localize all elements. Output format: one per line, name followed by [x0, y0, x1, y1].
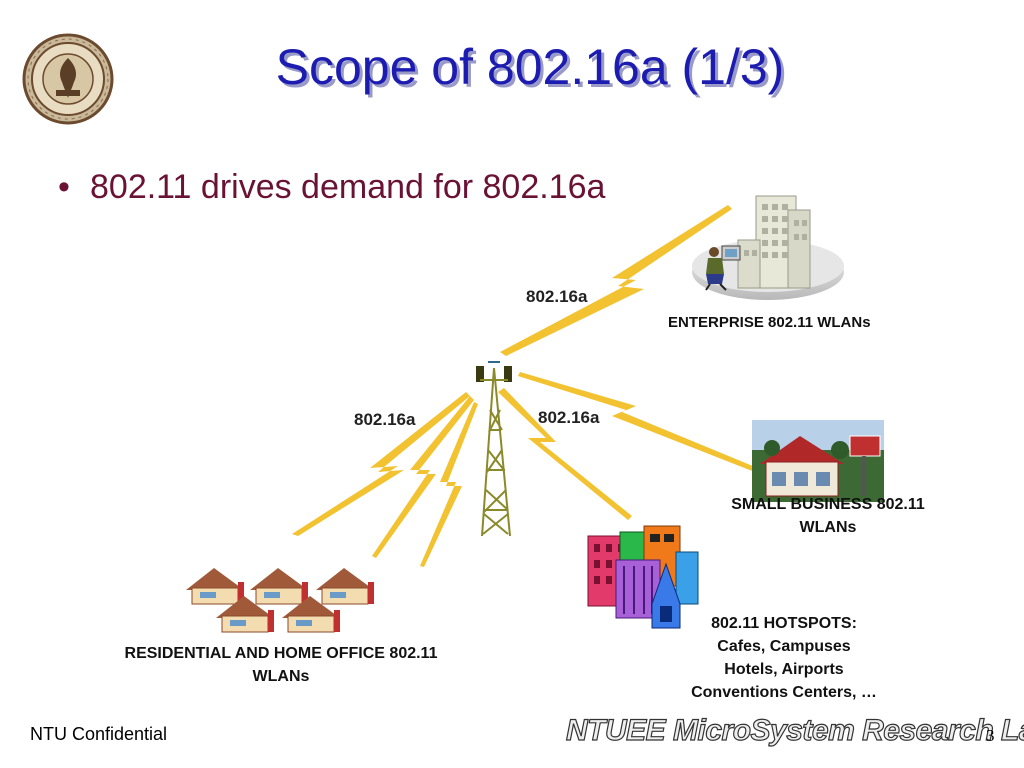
link-label-enterprise: 802.16a — [526, 287, 588, 306]
lightning-bolt-enterprise — [500, 205, 732, 356]
footer-confidential: NTU Confidential — [30, 724, 168, 744]
person-at-computer-icon — [705, 245, 741, 291]
lightning-bolt-residential — [292, 392, 478, 567]
footer-lab-logo: NTUEE MicroSystem Research Lab. — [565, 713, 1024, 747]
link-label-residential: 802.16a — [354, 410, 416, 429]
link-label-hotspot: 802.16a — [538, 408, 600, 427]
bullet-item: • 802.11 drives demand for 802.16a — [58, 168, 605, 207]
radio-tower-icon — [476, 361, 512, 537]
lightning-bolt-hotspot — [498, 388, 632, 520]
hotspot-buildings-icon — [587, 525, 699, 629]
hotspots-label: 802.11 HOTSPOTS: Cafes, Campuses Hotels,… — [691, 615, 877, 701]
small-business-label: SMALL BUSINESS 802.11 WLANs — [731, 496, 925, 536]
bullet-marker: • — [58, 168, 70, 206]
lightning-bolt-small-business — [518, 372, 772, 478]
enterprise-label: ENTERPRISE 802.11 WLANs — [668, 314, 871, 331]
bullet-text: 802.11 drives demand for 802.16a — [90, 168, 606, 206]
residential-label: RESIDENTIAL AND HOME OFFICE 802.11 WLANs — [124, 645, 438, 685]
university-seal-logo — [22, 33, 114, 125]
small-business-shop-icon — [752, 420, 884, 502]
page-number: 3 — [986, 726, 995, 745]
slide-title: Scope of 802.16a (1/3) — [275, 39, 785, 95]
residential-houses-icon — [186, 568, 374, 633]
